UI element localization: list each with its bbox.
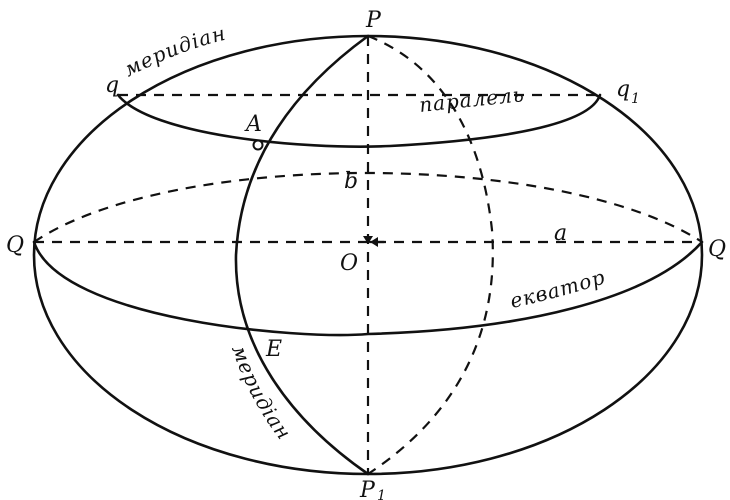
parallel-label: паралель <box>418 82 526 117</box>
meridian-left-text: меридіан <box>227 342 295 445</box>
meridian-left-label: меридіан <box>227 342 296 445</box>
q-right-subscript: 1 <box>631 91 640 107</box>
equator-text: екватор <box>508 264 607 312</box>
axis-b-arrowhead <box>363 236 373 244</box>
semi-minor-axis-label: b <box>344 169 358 194</box>
equator-front <box>32 240 704 337</box>
q-left-label: q <box>105 73 119 98</box>
meridian-top-label: меридіан <box>120 21 229 82</box>
semi-major-axis-label: a <box>554 221 567 246</box>
point-a-label: A <box>244 112 262 137</box>
parallel-front <box>116 93 602 148</box>
south-pole-subscript: 1 <box>377 488 386 500</box>
south-pole-label: P <box>359 478 376 500</box>
meridian-top-text: меридіан <box>120 21 228 82</box>
q-right-label: q <box>616 77 630 102</box>
point-e-label: E <box>265 337 282 362</box>
equator-right-q-label: Q <box>708 237 726 262</box>
axis-a-arrowhead <box>370 237 378 247</box>
point-a-marker <box>252 139 264 151</box>
north-pole-label: P <box>365 8 382 33</box>
equator-label: екватор <box>508 264 608 312</box>
meridian-front <box>234 34 370 476</box>
center-label: O <box>340 251 358 276</box>
equator-back-dashed <box>33 171 703 243</box>
meridian-back-dashed <box>367 34 494 475</box>
equator-left-q-label: Q <box>6 233 24 258</box>
